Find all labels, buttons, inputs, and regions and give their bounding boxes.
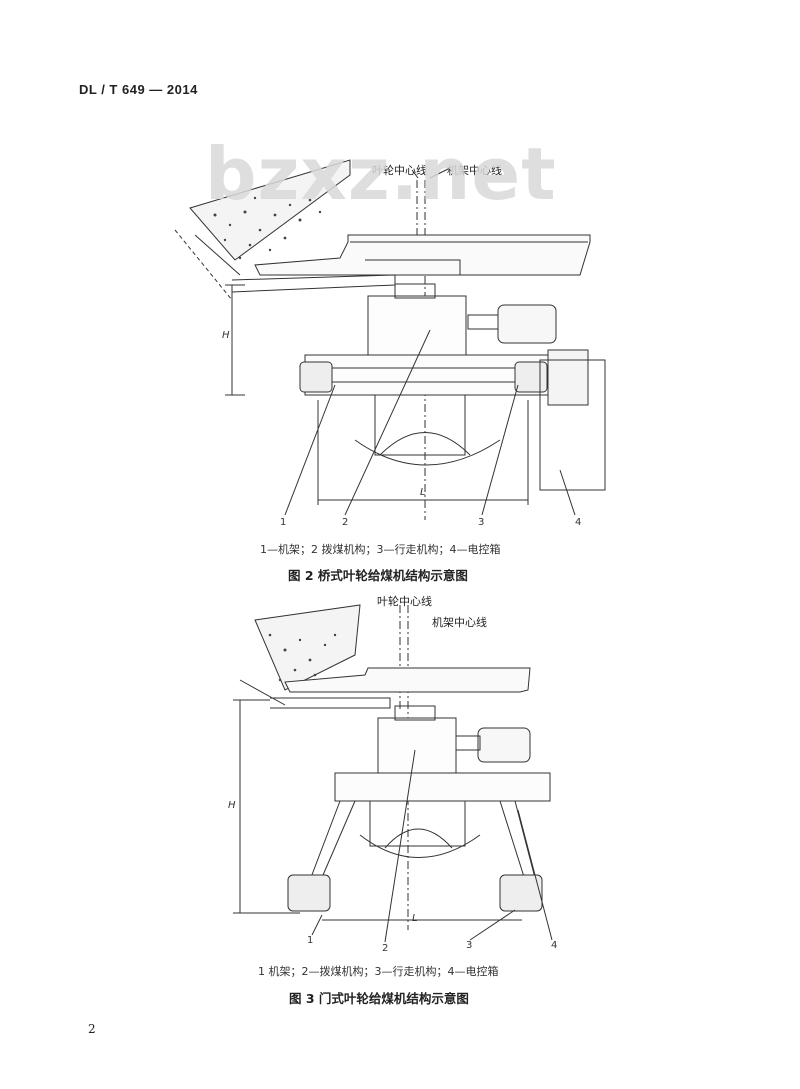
figure-2-label-impeller-centerline: 叶轮中心线 (372, 164, 427, 177)
figure-3-callout-2: 2 (382, 943, 389, 954)
figure-2-label-frame-centerline: 机架中心线 (447, 164, 502, 177)
watermark: bzxz.net (205, 132, 557, 216)
figure-3-legend: 1 机架；2—拨煤机构；3—行走机构；4—电控箱 (258, 965, 499, 978)
figure-2-bridge-feeder-drawing (174, 159, 606, 520)
figure-2-callout-3: 3 (478, 517, 485, 528)
figure-3-caption: 图 3 门式叶轮给煤机结构示意图 (289, 991, 469, 1006)
standard-code-header: DL / T 649 — 2014 (79, 82, 198, 97)
figure-3-dim-L: L (412, 913, 418, 924)
page-number: 2 (88, 1022, 96, 1036)
figure-3-label-frame-centerline: 机架中心线 (432, 616, 487, 629)
figure-2-dim-L: L (420, 487, 426, 498)
figure-2-legend: 1—机架；2 拨煤机构；3—行走机构；4—电控箱 (260, 543, 501, 556)
figure-3-dim-H: H (228, 800, 236, 811)
figure-3-label-impeller-centerline: 叶轮中心线 (377, 595, 432, 608)
figure-3-callout-3: 3 (466, 940, 473, 951)
figure-3-callout-1: 1 (307, 935, 314, 946)
figure-2-callout-1: 1 (280, 517, 287, 528)
figure-3-gantry-feeder-drawing (233, 604, 553, 943)
figure-2-caption: 图 2 桥式叶轮给煤机结构示意图 (288, 568, 468, 583)
figure-2-callout-2: 2 (342, 517, 349, 528)
figure-3-callout-4: 4 (551, 940, 558, 951)
figure-2-callout-4: 4 (575, 517, 582, 528)
figure-2-dim-H: H (222, 330, 230, 341)
